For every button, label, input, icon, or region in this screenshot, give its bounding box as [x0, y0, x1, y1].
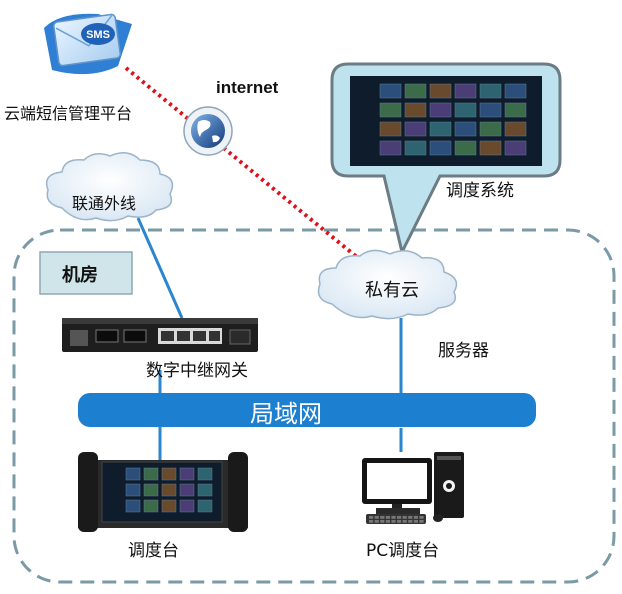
dispatch-console-device	[78, 452, 248, 532]
internet-label: internet	[216, 78, 279, 97]
keyboard-key	[369, 516, 374, 519]
dispatch-screen-tile	[504, 140, 527, 156]
console-screen-tile	[125, 483, 141, 497]
pc-console-label: PC调度台	[366, 541, 440, 561]
dispatch-system-label: 调度系统	[446, 181, 514, 201]
machine-room-boundary	[12, 228, 616, 584]
dispatch-screen-tile	[479, 102, 502, 118]
dispatch-screen-tile	[379, 83, 402, 99]
dispatch-screen-tile	[504, 83, 527, 99]
console-screen-tile	[125, 499, 141, 513]
console-screen-tile	[179, 499, 195, 513]
console-screen-tile	[143, 499, 159, 513]
sms-platform-label: 云端短信管理平台	[4, 104, 133, 123]
machine-room-tag	[39, 251, 133, 295]
dispatch-screen-tile	[404, 102, 427, 118]
globe-icon	[183, 106, 233, 156]
dispatch-screen-tile	[404, 121, 427, 137]
machine-room-label: 机房	[62, 265, 98, 286]
sms-badge: SMS	[86, 29, 110, 41]
private-cloud-icon	[317, 249, 458, 320]
dispatch-screen-tile	[479, 121, 502, 137]
sms-envelope-icon: SMS	[44, 13, 132, 75]
console-screen-tile	[143, 483, 159, 497]
dispatch-screen-tile	[404, 140, 427, 156]
console-screen-tile	[197, 499, 213, 513]
console-screen-tile	[161, 467, 177, 481]
keyboard-key	[385, 520, 390, 523]
keyboard-key	[413, 516, 418, 519]
lan-label: 局域网	[250, 400, 322, 428]
pstn-to-gateway-line	[136, 217, 184, 319]
dispatch-screen-tile	[429, 121, 452, 137]
dispatch-screen-tile	[429, 102, 452, 118]
keyboard-key	[419, 516, 424, 519]
keyboard-key	[380, 520, 385, 523]
dispatch-screen-tile	[379, 140, 402, 156]
console-label: 调度台	[128, 541, 179, 561]
internet-link-line	[124, 66, 360, 260]
lan-bar	[78, 393, 536, 427]
dispatch-screen-tile	[454, 140, 477, 156]
console-screen-tile	[125, 467, 141, 481]
private-cloud-label: 私有云	[365, 280, 419, 301]
pstn-cloud-icon	[45, 152, 174, 222]
keyboard-key	[380, 516, 385, 519]
keyboard-key	[397, 516, 402, 519]
keyboard-key	[408, 516, 413, 519]
keyboard-key	[391, 516, 396, 519]
console-screen-tile	[161, 499, 177, 513]
dispatch-screen-tile	[404, 83, 427, 99]
dispatch-screen-tile	[429, 140, 452, 156]
keyboard-key	[385, 516, 390, 519]
dispatch-screen-tile	[454, 83, 477, 99]
dispatch-system-callout	[330, 62, 562, 257]
dispatch-screen-tile	[454, 121, 477, 137]
server-label: 服务器	[438, 341, 489, 361]
keyboard-key	[374, 516, 379, 519]
console-screen-tile	[143, 467, 159, 481]
pc-console-device	[362, 452, 464, 524]
console-screen-tile	[197, 483, 213, 497]
keyboard-key	[413, 520, 418, 523]
keyboard-key	[402, 520, 407, 523]
keyboard-key	[397, 520, 402, 523]
keyboard-key	[391, 520, 396, 523]
gateway-label: 数字中继网关	[146, 361, 248, 381]
console-screen-tile	[179, 467, 195, 481]
console-screen-tile	[161, 483, 177, 497]
dispatch-screen-tile	[479, 83, 502, 99]
dispatch-screen-tile	[429, 83, 452, 99]
dispatch-screen-tile	[454, 102, 477, 118]
dispatch-screen-tile	[479, 140, 502, 156]
console-screen-tile	[179, 483, 195, 497]
console-screen-tile	[197, 467, 213, 481]
dispatch-screen-tile	[379, 102, 402, 118]
pstn-cloud-label: 联通外线	[72, 194, 137, 213]
trunk-gateway-device	[62, 318, 258, 352]
dispatch-screen-tile	[504, 102, 527, 118]
dispatch-screen-tile	[379, 121, 402, 137]
dispatch-screen-tile	[504, 121, 527, 137]
keyboard-key	[374, 520, 379, 523]
keyboard-key	[419, 520, 424, 523]
keyboard-key	[402, 516, 407, 519]
keyboard-key	[408, 520, 413, 523]
keyboard-key	[369, 520, 374, 523]
